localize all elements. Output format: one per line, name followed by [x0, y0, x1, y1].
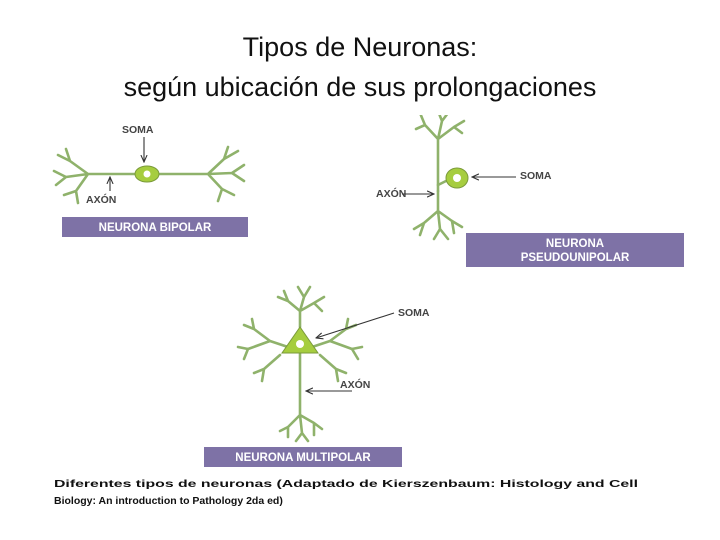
pseudounipolar-lower-branch — [412, 189, 464, 241]
multipolar-soma-label: SOMA — [398, 307, 430, 319]
multipolar-soma-arrow — [316, 312, 395, 338]
multipolar-banner — [204, 447, 402, 467]
bipolar-axon-label: AXÓN — [86, 193, 116, 206]
figure-caption-line-1: Diferentes tipos de neuronas (Adaptado d… — [54, 478, 638, 490]
pseudounipolar-soma-label: SOMA — [520, 170, 552, 182]
multipolar-right-dendrites — [310, 317, 364, 383]
bipolar-nucleus — [143, 170, 151, 178]
pseudounipolar-nucleus — [453, 174, 461, 182]
pseudounipolar-banner — [466, 233, 684, 267]
slide-title-line-2: según ubicación de sus prolongaciones — [123, 72, 597, 102]
pseudounipolar-banner-text-2: PSEUDOUNIPOLAR — [521, 252, 630, 264]
bipolar-soma-label: SOMA — [122, 124, 154, 136]
pseudounipolar-neuron: SOMA AXÓN NEURONA PSEUDOUNIPOLAR — [376, 115, 684, 267]
bipolar-neuron: SOMA AXÓN NEURONA BIPOLAR — [52, 124, 248, 237]
bipolar-left-process — [52, 147, 137, 205]
pseudounipolar-upper-branch — [414, 115, 466, 193]
multipolar-banner-text: NEURONA MULTIPOLAR — [235, 452, 371, 464]
bipolar-right-process — [158, 145, 246, 203]
slide-title-line-1: Tipos de Neuronas: — [242, 32, 478, 62]
pseudounipolar-banner-text-1: NEURONA — [546, 238, 604, 250]
pseudounipolar-axon-label: AXÓN — [376, 187, 406, 200]
neuron-types-figure: SOMA AXÓN NEURONA BIPOLAR SOMA AXÓN NEUR… — [52, 115, 684, 507]
multipolar-nucleus — [296, 340, 304, 348]
bipolar-banner-text: NEURONA BIPOLAR — [99, 222, 212, 234]
bipolar-banner — [62, 217, 248, 237]
multipolar-top-dendrites — [276, 285, 326, 329]
multipolar-axon — [278, 351, 324, 443]
figure-caption-line-2: Biology: An introduction to Pathology 2d… — [54, 495, 283, 507]
multipolar-neuron: SOMA AXÓN NEURONA MULTIPOLAR — [204, 285, 430, 467]
multipolar-left-dendrites — [236, 317, 290, 383]
multipolar-axon-label: AXÓN — [340, 378, 370, 391]
